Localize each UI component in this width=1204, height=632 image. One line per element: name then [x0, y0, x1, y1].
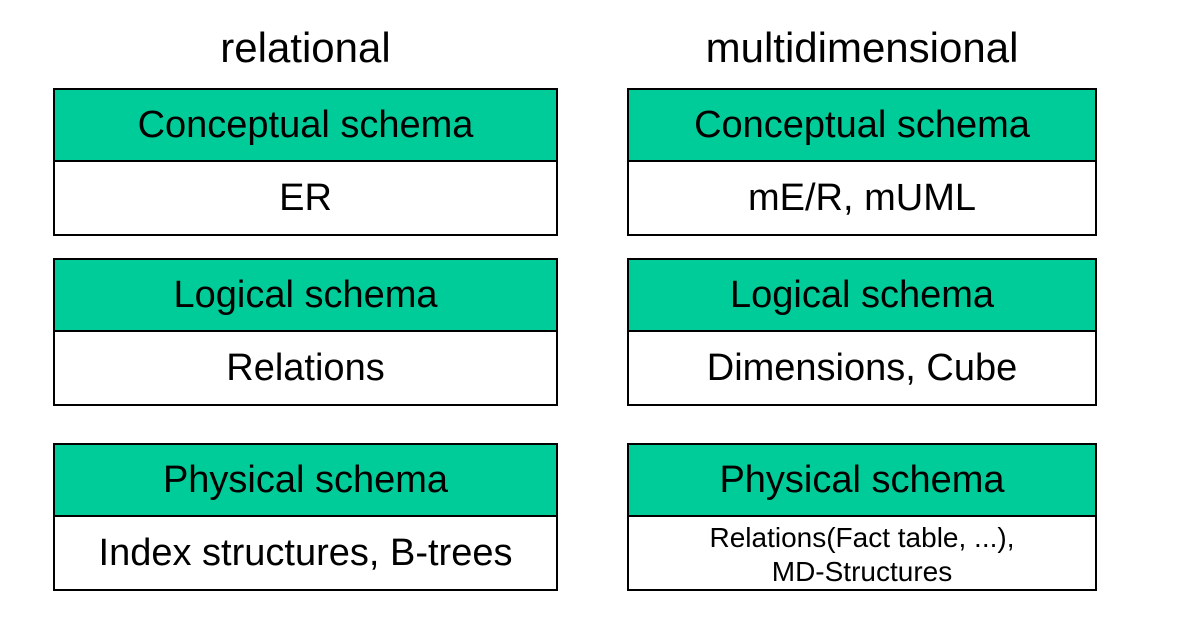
multidimensional-physical-block: Physical schema Relations(Fact table, ..… — [627, 443, 1097, 591]
relational-logical-block: Logical schema Relations — [53, 258, 558, 406]
relational-physical-block: Physical schema Index structures, B-tree… — [53, 443, 558, 591]
multidimensional-conceptual-header: Conceptual schema — [629, 90, 1095, 162]
multidimensional-physical-content-line2: MD-Structures — [771, 556, 953, 587]
relational-column-title: relational — [220, 24, 391, 71]
relational-conceptual-header: Conceptual schema — [55, 90, 556, 162]
multidimensional-logical-content: Dimensions, Cube — [629, 332, 1095, 404]
multidimensional-physical-content-line1: Relations(Fact table, ...), — [709, 522, 1015, 553]
multidimensional-column-title: multidimensional — [705, 24, 1019, 71]
multidimensional-conceptual-block: Conceptual schema mE/R, mUML — [627, 88, 1097, 236]
relational-logical-header: Logical schema — [55, 260, 556, 332]
relational-physical-content: Index structures, B-trees — [55, 517, 556, 589]
multidimensional-conceptual-content: mE/R, mUML — [629, 162, 1095, 234]
relational-physical-header: Physical schema — [55, 445, 556, 517]
relational-conceptual-content: ER — [55, 162, 556, 234]
multidimensional-logical-header: Logical schema — [629, 260, 1095, 332]
multidimensional-physical-header: Physical schema — [629, 445, 1095, 517]
relational-conceptual-block: Conceptual schema ER — [53, 88, 558, 236]
relational-logical-content: Relations — [55, 332, 556, 404]
multidimensional-logical-block: Logical schema Dimensions, Cube — [627, 258, 1097, 406]
multidimensional-physical-content: Relations(Fact table, ...), MD-Structure… — [629, 517, 1095, 589]
